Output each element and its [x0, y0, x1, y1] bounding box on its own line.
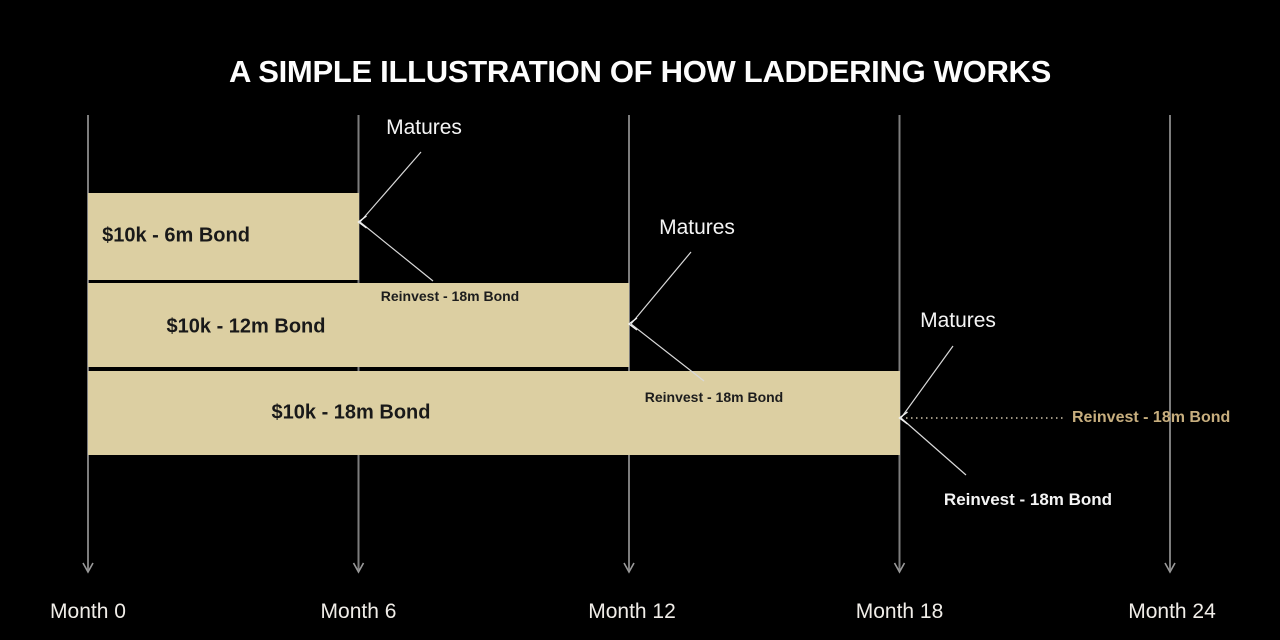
bond-bar-18m-label: $10k - 18m Bond: [271, 401, 431, 424]
matures-label-18m: Matures: [920, 309, 996, 332]
month-label-24: Month 24: [1128, 600, 1216, 623]
month-label-18: Month 18: [855, 600, 944, 623]
matures-line-12m: [630, 251, 692, 325]
reinvest-label-after-18m: Reinvest - 18m Bond: [943, 490, 1113, 509]
left-arrow-icon: [357, 215, 367, 229]
month-label-0: Month 0: [50, 600, 126, 623]
bond-bar-6m: $10k - 6m Bond: [88, 193, 359, 280]
down-arrow-icon: [1164, 562, 1176, 574]
reinvest-line-12m: [630, 323, 705, 382]
down-arrow-icon: [82, 562, 94, 574]
month-label-12: Month 12: [588, 600, 676, 623]
left-arrow-icon: [627, 317, 638, 331]
bond-bar-12m-label: $10k - 12m Bond: [166, 315, 326, 338]
left-arrow-icon: [898, 411, 908, 425]
reinvest-label-after-6m: Reinvest - 18m Bond: [380, 288, 520, 304]
reinvest-line-18m: [900, 417, 967, 476]
month-label-6: Month 6: [320, 600, 397, 623]
reinvest-label-dotted: Reinvest - 18m Bond: [1072, 409, 1231, 426]
page-title: A SIMPLE ILLUSTRATION OF HOW LADDERING W…: [228, 54, 1052, 89]
down-arrow-icon: [352, 562, 365, 574]
matures-line-6m: [359, 151, 422, 223]
down-arrow-icon: [623, 562, 635, 574]
down-arrow-icon: [893, 562, 906, 574]
reinvest-label-after-12m: Reinvest - 18m Bond: [644, 389, 784, 405]
matures-label-12m: Matures: [659, 216, 735, 239]
reinvest-line-6m: [359, 221, 434, 282]
bond-bar-12m: $10k - 12m Bond: [88, 283, 629, 367]
bond-bar-6m-label: $10k - 6m Bond: [102, 224, 250, 247]
matures-line-18m: [900, 345, 954, 419]
matures-label-6m: Matures: [386, 116, 462, 139]
bond-bar-18m: $10k - 18m Bond: [88, 371, 900, 455]
